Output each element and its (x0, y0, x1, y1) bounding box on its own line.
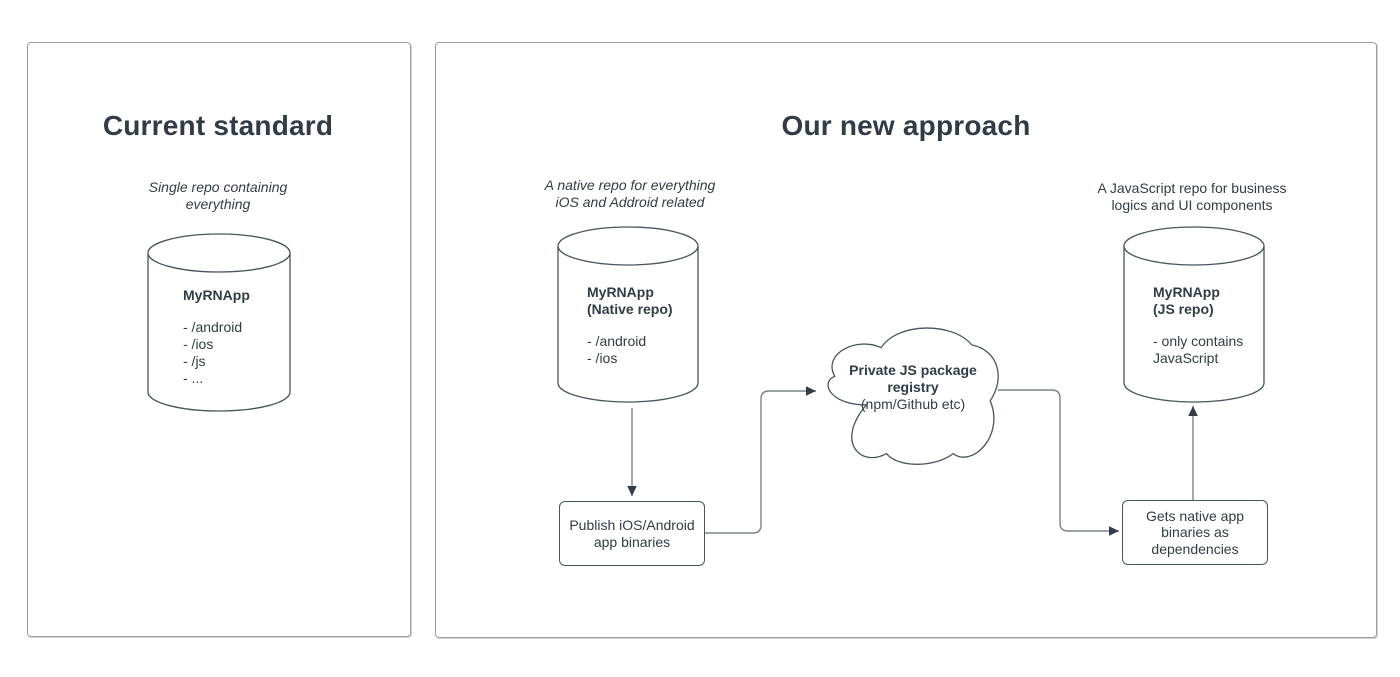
js-repo-item: - only contains (1153, 333, 1244, 349)
publish-binaries-line2: app binaries (593, 533, 671, 550)
new-approach-title: Our new approach (781, 110, 1031, 141)
native-repo-name-line2: (Native repo) (587, 301, 673, 317)
native-repo-item: - /ios (587, 350, 618, 366)
js-repo-cylinder-label: MyRNApp (JS repo) - only contains JavaSc… (1153, 284, 1243, 367)
single-repo-item: - /ios (183, 336, 214, 352)
js-repo-name-line2: (JS repo) (1153, 301, 1214, 317)
js-repo-item: JavaScript (1153, 350, 1219, 366)
single-repo-note-line2: everything (185, 196, 251, 212)
single-repo-name: MyRNApp (183, 287, 250, 303)
registry-subtitle: (npm/Github etc) (860, 396, 966, 412)
js-repo-note: A JavaScript repo for business logics an… (1097, 180, 1286, 214)
js-repo-note-line2: logics and UI components (1111, 197, 1273, 213)
native-repo-note-line1: A native repo for everything (544, 177, 716, 193)
js-repo-note-line1: A JavaScript repo for business (1097, 180, 1287, 196)
native-repo-cylinder-label: MyRNApp (Native repo) - /android - /ios (587, 284, 673, 367)
native-repo-item: - /android (587, 333, 647, 349)
native-repo-name-line1: MyRNApp (587, 284, 654, 300)
gets-dependencies-box: Gets native app binaries as dependencies (1122, 500, 1268, 565)
single-repo-item: - /js (183, 353, 206, 369)
native-repo-note-line2: iOS and Addroid related (555, 194, 705, 210)
single-repo-note: Single repo containing everything (149, 179, 288, 213)
gets-dependencies-line1: Gets native app (1145, 507, 1245, 524)
publish-binaries-box: Publish iOS/Android app binaries (559, 501, 705, 566)
single-repo-item: - ... (183, 370, 204, 386)
current-standard-title: Current standard (102, 110, 334, 141)
registry-title-line2: registry (887, 379, 939, 395)
gets-dependencies-line3: dependencies (1151, 540, 1239, 557)
registry-title-line1: Private JS package (849, 362, 977, 378)
single-repo-cylinder-label: MyRNApp - /android - /ios - /js - ... (183, 287, 250, 387)
js-repo-name-line1: MyRNApp (1153, 284, 1220, 300)
single-repo-note-line1: Single repo containing (148, 179, 288, 195)
single-repo-item: - /android (183, 319, 243, 335)
publish-binaries-line1: Publish iOS/Android (569, 517, 695, 533)
native-repo-note: A native repo for everything iOS and Add… (545, 177, 716, 211)
gets-dependencies-line2: binaries as (1161, 524, 1229, 541)
package-registry-cloud-label: Private JS package registry (npm/Github … (849, 362, 977, 413)
